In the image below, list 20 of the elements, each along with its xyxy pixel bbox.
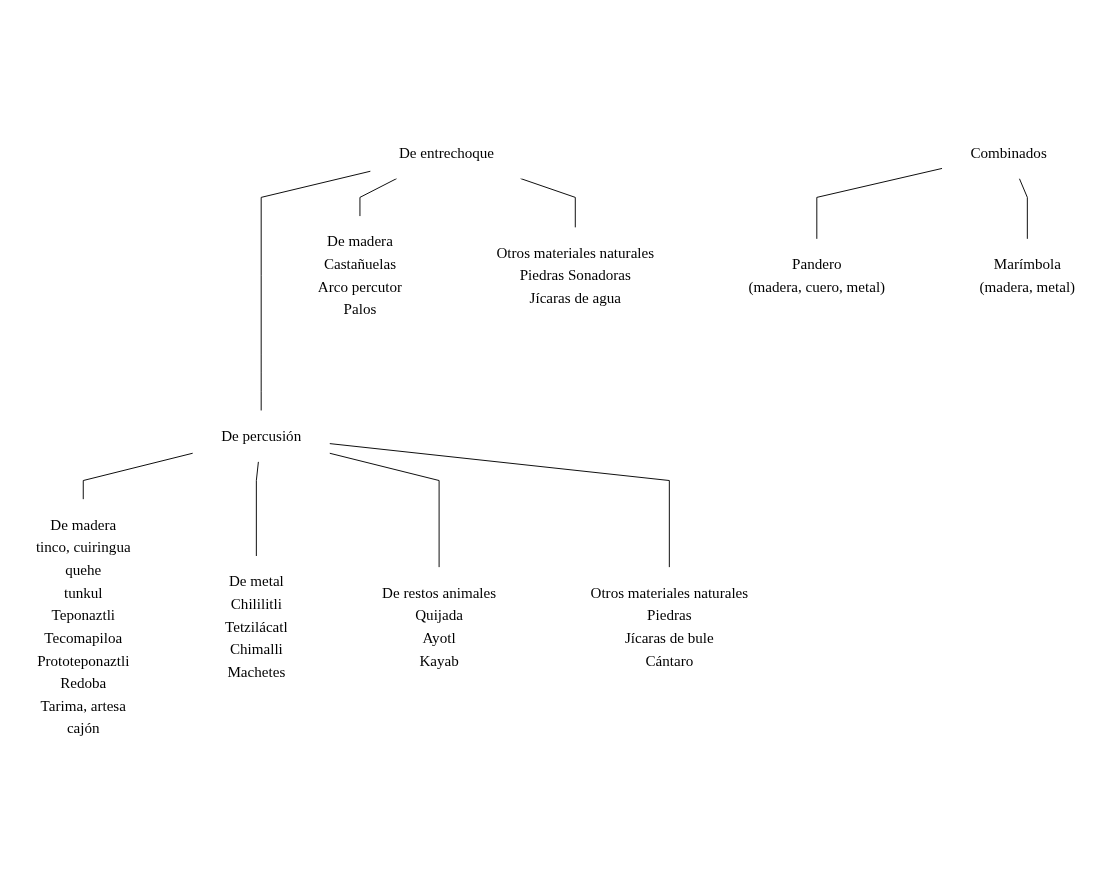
connector [82,452,194,500]
connector [1018,177,1028,239]
node-text: Otros materiales naturales Piedras Jícaras de bule Cántaro [590,583,749,668]
connector [816,167,943,239]
node-text: Pandero (madera, cuero, metal) [748,255,886,295]
node-text: De percusión [221,427,302,444]
node-text: De madera Castañuelas Arco percutor Palos [317,232,403,317]
node-text: De madera tinco, cuiringua quehe tunkul Teponaztli Tecomapiloa Prototeponaztli Redoba Tarima, artesa cajón [35,515,131,736]
node-text: De restos animales Quijada Ayotl Kayab [382,583,497,668]
connector [359,177,398,217]
connector [260,170,372,411]
connector [329,442,670,568]
node-text: Otros materiales naturales Piedras Sonadoras Jícaras de agua [496,244,655,306]
node-text: De metal Chililitli Tetzilácatl Chimalli Machetes [225,572,288,680]
connector [329,452,440,568]
connector [520,177,576,228]
node-text: De entrechoque [398,144,495,161]
node-text: Marímbola (madera, metal) [979,255,1076,295]
node-text: Combinados [970,144,1047,161]
connector [255,460,259,557]
